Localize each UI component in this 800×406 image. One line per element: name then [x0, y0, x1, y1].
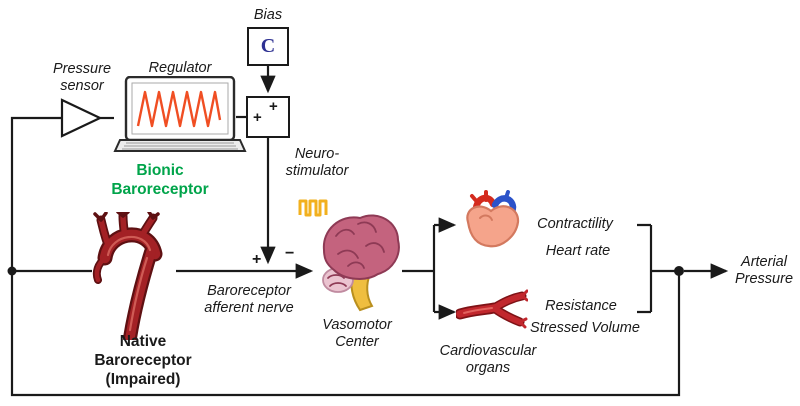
sum-plus-left: +: [253, 109, 262, 126]
heart-icon: [466, 190, 520, 248]
aortic-artery-icon: [92, 212, 163, 340]
brain-icon: [322, 214, 400, 312]
controller-symbol: C: [260, 35, 276, 57]
heart-rate-label: Heart rate: [545, 243, 611, 259]
sum-plus-top: +: [269, 98, 278, 115]
feedback-wire: [10, 116, 681, 397]
brain-output-wire: [402, 225, 436, 312]
afferent-nerve-label: Baroreceptor afferent nerve: [204, 283, 294, 317]
neurostimulator-label: Neuro- stimulator: [285, 146, 349, 180]
pressure-sensor-label: Pressure sensor: [52, 61, 112, 95]
left-junction-dot: [7, 266, 17, 276]
blood-vessel-icon: [456, 289, 528, 329]
bias-label: Bias: [253, 7, 283, 23]
contractility-label: Contractility: [537, 216, 613, 232]
regulator-label: Regulator: [148, 60, 212, 76]
laptop-waveform-icon: [113, 76, 247, 152]
junction-plus-sign: +: [252, 251, 262, 268]
pulse-train-icon: [298, 199, 328, 217]
triangle-amplifier-icon: [60, 98, 103, 138]
vasomotor-center-label: Vasomotor Center: [322, 317, 392, 351]
native-baroreceptor-label: Native Baroreceptor (Impaired): [94, 333, 192, 388]
stressed-volume-label: Stressed Volume: [530, 320, 640, 336]
arterial-pressure-label: Arterial Pressure: [734, 254, 794, 288]
junction-minus-sign: −: [285, 245, 295, 262]
resistance-label: Resistance: [545, 298, 617, 314]
output-junction-dot: [674, 266, 684, 276]
cardiovascular-organs-label: Cardiovascular organs: [439, 343, 537, 377]
summator-box: + +: [246, 96, 290, 138]
bionic-baroreceptor-label: Bionic Baroreceptor: [111, 162, 209, 198]
organ-merge-wire: [637, 223, 675, 314]
controller-box: C: [247, 27, 289, 66]
